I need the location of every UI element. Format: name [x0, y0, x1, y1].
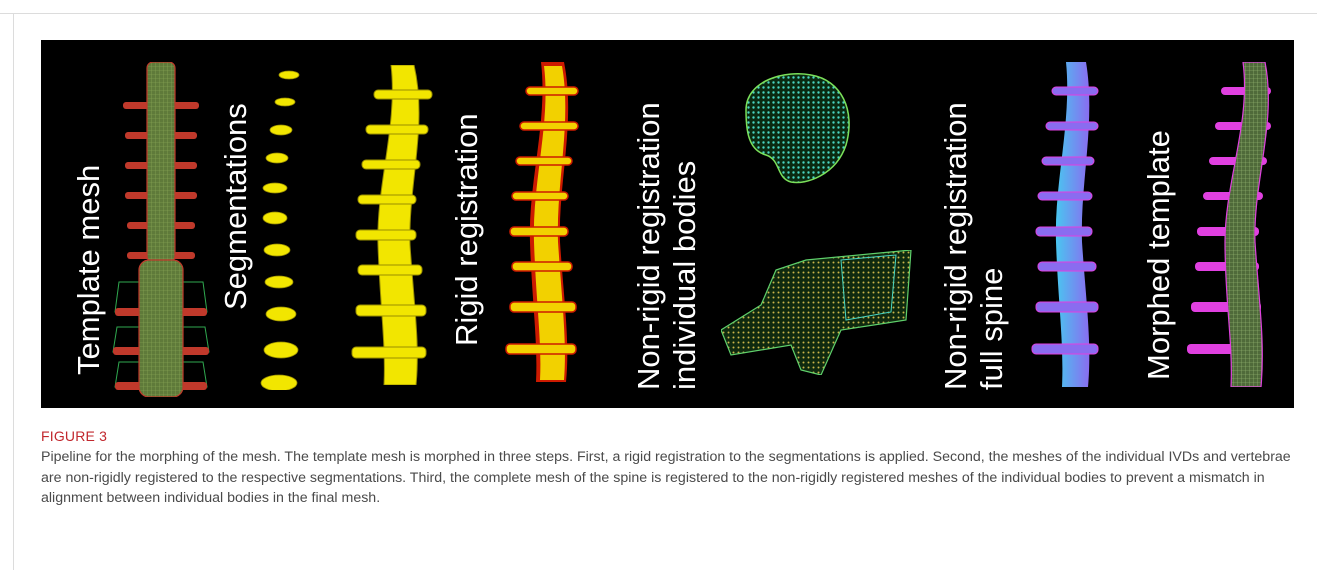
rigid-registration-spine	[496, 62, 586, 382]
label-non-rigid-full-spine: Non-rigid registration full spine	[938, 102, 1010, 390]
template-mesh-spine	[111, 62, 211, 397]
figure-panel: Template mesh Segmentations	[41, 40, 1294, 408]
segmentations-discs	[259, 70, 309, 390]
frame-top-rule	[0, 13, 1317, 14]
segmentations-spine	[336, 65, 436, 385]
vertebra-body-mesh	[721, 250, 921, 375]
ivd-body-mesh	[736, 70, 856, 185]
label-rigid-registration: Rigid registration	[449, 113, 485, 346]
figure-caption: Pipeline for the morphing of the mesh. T…	[41, 447, 1291, 509]
morphed-template-mesh	[1181, 62, 1281, 387]
label-non-rigid-individual: Non-rigid registration individual bodies	[631, 102, 703, 390]
label-morphed-template: Morphed template	[1141, 130, 1177, 380]
label-template-mesh: Template mesh	[71, 165, 107, 375]
frame-left-rule	[13, 13, 14, 570]
label-segmentations: Segmentations	[218, 103, 254, 310]
full-spine-registration-mesh	[1026, 62, 1106, 387]
figure-label: FIGURE 3	[41, 428, 107, 444]
